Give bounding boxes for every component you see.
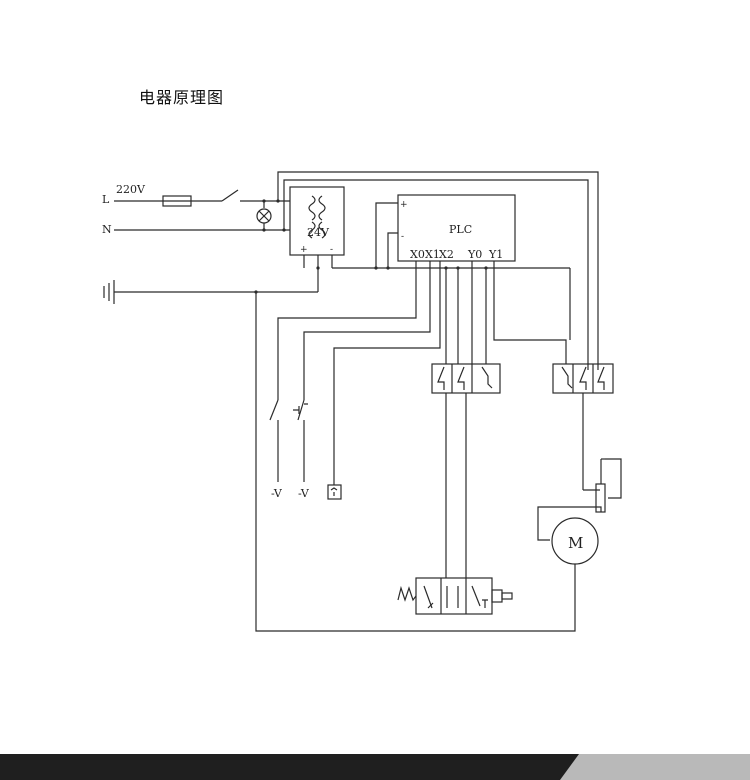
plc-plus-label: + [400,200,408,210]
pressure-sensor-icon [327,484,342,500]
sensor-1-label: -V [271,487,283,500]
power-supply-24v [289,186,345,256]
transformer-coil-left [308,195,316,221]
wire-y1 [493,261,567,364]
circuit-diagram: L N 220V 24V + - PLC + - X0 X1 X2 Y0 Y1 [102,171,622,632]
plc-minus-label: - [401,232,404,242]
wire-plc-plus [375,202,398,268]
label-N: N [102,223,112,236]
psu-minus-label: - [330,245,333,255]
sensor-2-label: -V [298,487,310,500]
footer-accent [560,754,750,780]
io-x2-label: X2 [439,248,454,261]
psu-plus-label: + [300,245,308,255]
wire-plc-minus [387,232,398,268]
footer-bar [0,754,750,780]
plc-block [397,194,516,262]
motor-label: M [568,534,583,552]
valve-actuator [491,589,503,603]
wire-x1 [303,261,431,400]
page-title: 电器原理图 [139,88,225,107]
io-x0-label: X0 [410,248,425,261]
transformer-coil-right [318,195,326,221]
io-y0-label: Y0 [467,248,482,261]
wire-pot-wiper [605,458,622,499]
wire-motor-feed [537,506,602,541]
label-220v: 220V [116,183,146,196]
wire-x0 [277,261,417,400]
plc-label: PLC [449,223,472,236]
sensor-1-contact [269,399,279,421]
wire-top-loop-outer [277,171,599,370]
wire-motor-return [255,292,576,632]
main-switch [221,189,239,202]
label-24v: 24V [307,226,330,239]
label-L: L [102,193,110,206]
io-x1-label: X1 [425,248,440,261]
io-y1-label: Y1 [488,248,503,261]
wire-top-loop-inner [283,179,589,370]
relay-block-valve [431,363,501,394]
wire-x2 [333,261,441,485]
sensor-2-contact [297,399,305,421]
valve-spring-icon [397,585,417,602]
push-button-actuator [293,403,308,414]
